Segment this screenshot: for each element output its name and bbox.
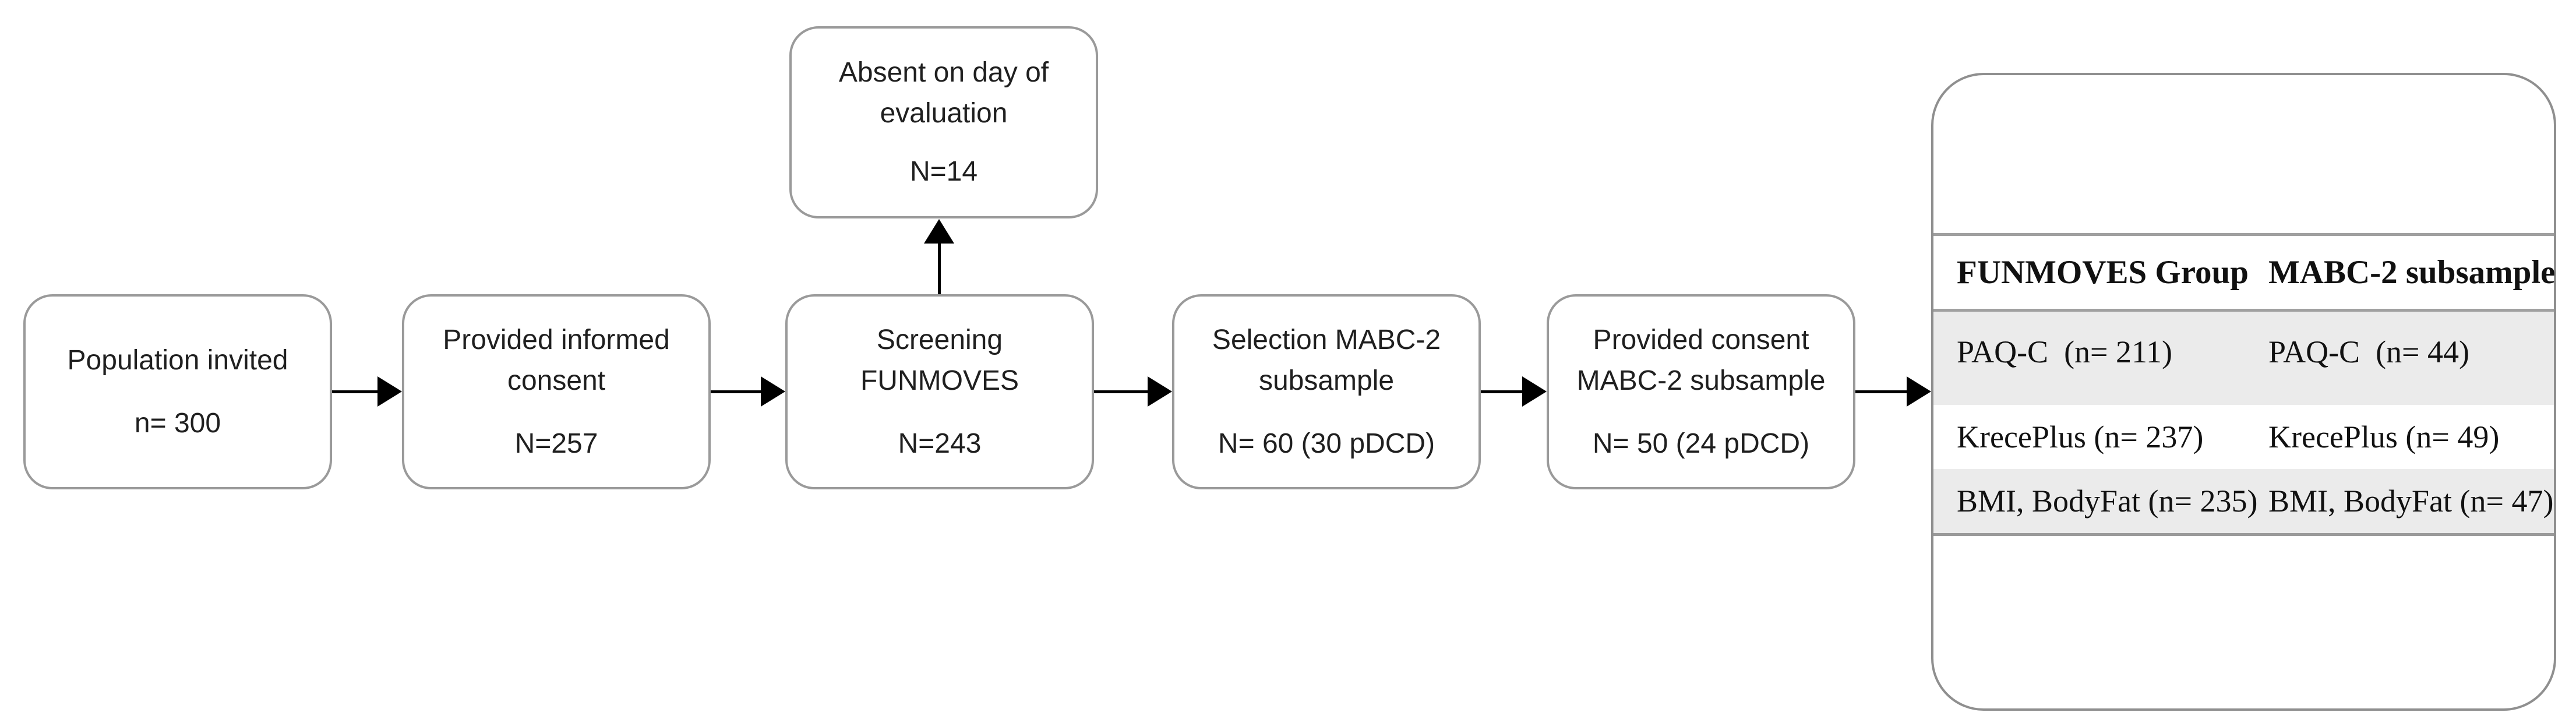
table-row-paqc: PAQ-C (n= 211) PAQ-C (n= 44)	[1933, 312, 2554, 405]
table-cell: KrecePlus (n= 49)	[2268, 419, 2500, 454]
flow-box-absent-excluded: Absent on day of evaluation N=14	[789, 26, 1098, 218]
arrow-right-icon	[1522, 376, 1547, 407]
box-title: Absent on day of evaluation	[838, 57, 1049, 129]
table-header-cell-mabc2-subsample: MABC-2 subsample	[2268, 254, 2556, 291]
flow-box-selection-mabc2: Selection MABC-2 subsample N= 60 (30 pDC…	[1172, 294, 1481, 489]
arrow-right-icon	[377, 376, 402, 407]
flow-box-population-invited: Population invited n= 300	[23, 294, 332, 489]
arrow-right-icon	[761, 376, 785, 407]
results-panel: FUNMOVES Group MABC-2 subsample PAQ-C (n…	[1931, 73, 2556, 711]
table-header-row: FUNMOVES Group MABC-2 subsample	[1933, 236, 2556, 312]
table-cell: BMI, BodyFat (n= 47)	[2268, 484, 2554, 519]
box-count: N= 60 (30 pDCD)	[1218, 428, 1435, 459]
arrow-line	[711, 390, 762, 393]
arrow-line	[1094, 390, 1149, 393]
flow-box-consent-mabc2: Provided consent MABC-2 subsample N= 50 …	[1547, 294, 1855, 489]
table-row-bmi-bodyfat: BMI, BodyFat (n= 235) BMI, BodyFat (n= 4…	[1933, 469, 2554, 533]
box-count: N=14	[909, 156, 978, 187]
table-header-cell-funmoves-group: FUNMOVES Group	[1957, 254, 2249, 291]
box-title: Provided informed consent	[443, 324, 670, 396]
arrow-line	[1481, 390, 1523, 393]
flow-box-screening-funmoves: Screening FUNMOVES N=243	[785, 294, 1094, 489]
box-count: N=243	[898, 428, 982, 459]
box-title: Provided consent MABC-2 subsample	[1576, 324, 1826, 396]
box-count: N=257	[514, 428, 598, 459]
arrow-right-icon	[1148, 376, 1172, 407]
table-row-kreceplus: KrecePlus (n= 237) KrecePlus (n= 49)	[1933, 405, 2554, 469]
box-title: Selection MABC-2 subsample	[1212, 324, 1441, 396]
arrow-line	[938, 244, 941, 295]
table-cell: PAQ-C (n= 44)	[2268, 334, 2469, 369]
box-count: N= 50 (24 pDCD)	[1592, 428, 1810, 459]
flow-box-informed-consent: Provided informed consent N=257	[402, 294, 711, 489]
arrow-up-icon	[924, 219, 954, 244]
box-title: Population invited	[67, 344, 288, 376]
arrow-right-icon	[1907, 376, 1931, 407]
arrow-line	[332, 390, 379, 393]
box-count: n= 300	[134, 407, 221, 439]
results-table: FUNMOVES Group MABC-2 subsample PAQ-C (n…	[1933, 233, 2556, 536]
table-cell: KrecePlus (n= 237)	[1957, 419, 2204, 454]
table-cell: PAQ-C (n= 211)	[1957, 334, 2172, 369]
table-cell: BMI, BodyFat (n= 235)	[1957, 484, 2258, 519]
box-title: Screening FUNMOVES	[860, 324, 1019, 396]
arrow-line	[1855, 390, 1908, 393]
